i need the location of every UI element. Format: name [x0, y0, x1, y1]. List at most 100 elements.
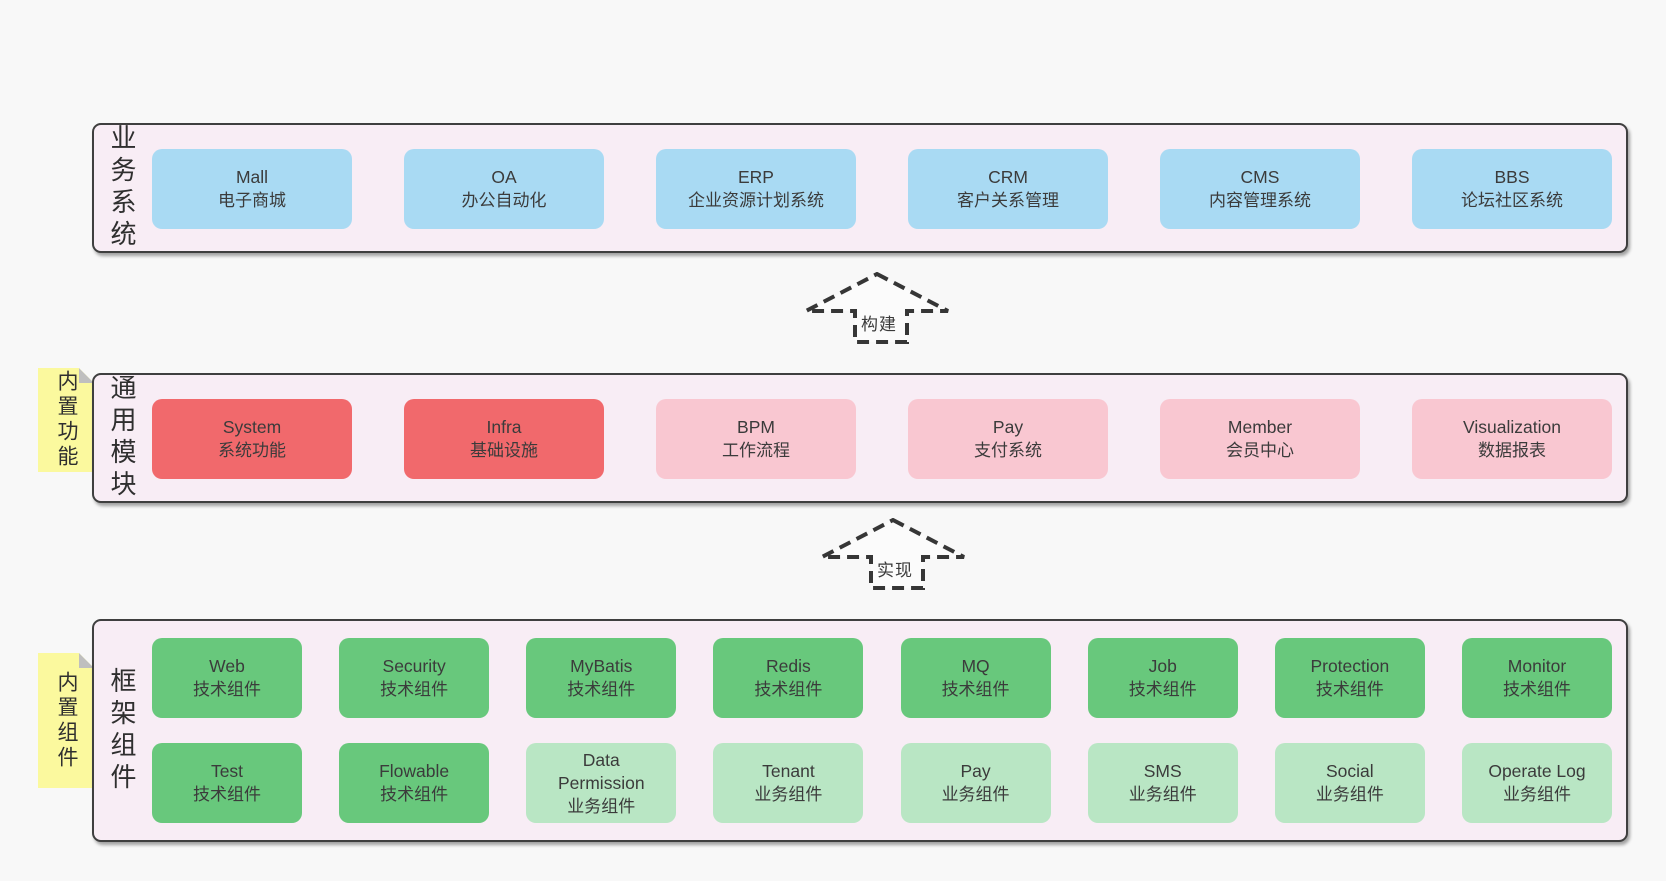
panel-label: 框架组件: [107, 666, 137, 795]
module-box: BPM 工作流程: [656, 399, 856, 479]
module-desc: 技术组件: [941, 680, 1010, 699]
module-box: Job 技术组件: [1087, 638, 1238, 718]
folded-corner-icon: [79, 653, 94, 668]
module-desc: 会员中心: [1226, 441, 1294, 460]
module-desc: 客户关系管理: [957, 191, 1059, 210]
module-desc: 电子商城: [218, 191, 286, 210]
module-name: Pay: [992, 417, 1024, 437]
module-box: SMS 业务组件: [1087, 743, 1238, 823]
sticky-note-label: 内置组件: [55, 670, 78, 771]
module-box: Operate Log 业务组件: [1461, 743, 1612, 823]
module-desc: 技术组件: [567, 680, 636, 699]
module-desc: 技术组件: [1315, 680, 1384, 699]
module-desc: 工作流程: [722, 441, 790, 460]
module-desc: 技术组件: [1128, 680, 1197, 699]
module-desc: 业务组件: [1128, 785, 1197, 804]
arrow-implement: 实现: [820, 517, 966, 590]
arrow-label: 构建: [861, 315, 897, 334]
panel-business-systems: 业务系统 Mall 电子商城 OA 办公自动化 ERP 企业资源计划系统 CRM 客户关系管理…: [92, 123, 1628, 253]
module-desc: 业务组件: [1502, 785, 1571, 804]
module-box: Pay 业务组件: [900, 743, 1051, 823]
module-name: Member: [1227, 417, 1293, 437]
sticky-note-builtin-components: 内置组件: [38, 653, 94, 788]
module-desc: 业务组件: [567, 796, 636, 816]
sticky-note-builtin-features: 内置功能: [38, 368, 94, 472]
module-name: Social: [1326, 761, 1374, 781]
module-desc: 企业资源计划系统: [688, 191, 824, 210]
module-box: Protection 技术组件: [1274, 638, 1425, 718]
module-row: System 系统功能 Infra 基础设施 BPM 工作流程 Pay 支付系统 Member 会…: [152, 399, 1612, 479]
module-name: OA: [491, 167, 517, 187]
module-name: CRM: [988, 167, 1028, 187]
module-name: Test: [210, 761, 244, 781]
module-name: Protection: [1310, 656, 1390, 676]
module-name: MyBatis: [570, 656, 633, 676]
module-name: Redis: [766, 656, 811, 676]
module-box: Tenant 业务组件: [713, 743, 864, 823]
up-arrow-icon: 构建: [805, 271, 949, 344]
module-desc: 办公自动化: [461, 191, 547, 210]
module-desc: 业务组件: [754, 785, 823, 804]
module-desc: 技术组件: [193, 680, 261, 699]
module-box: Social 业务组件: [1274, 743, 1425, 823]
arrow-build: 构建: [804, 271, 950, 344]
module-box: MyBatis 技术组件: [526, 638, 677, 718]
up-arrow-icon: 实现: [821, 517, 965, 590]
module-box: Data Permission 业务组件: [526, 743, 677, 823]
module-box: Member 会员中心: [1160, 399, 1360, 479]
module-box: BBS 论坛社区系统: [1412, 149, 1612, 229]
module-desc: 系统功能: [218, 441, 286, 460]
module-name: ERP: [738, 167, 774, 187]
module-name: CMS: [1240, 167, 1280, 187]
arrow-label: 实现: [877, 561, 913, 580]
folded-corner-icon: [79, 368, 94, 383]
module-name: Infra: [486, 417, 522, 437]
module-name: Monitor: [1507, 656, 1567, 676]
module-name: System: [222, 417, 282, 437]
module-desc: 数据报表: [1478, 441, 1546, 460]
module-name: Pay: [960, 761, 991, 781]
module-box: System 系统功能: [152, 399, 352, 479]
module-name: SMS: [1143, 761, 1182, 781]
module-box: Infra 基础设施: [404, 399, 604, 479]
module-box: Test 技术组件: [152, 743, 302, 823]
module-desc: 业务组件: [941, 785, 1010, 804]
module-name: Tenant: [762, 761, 815, 781]
module-name: Job: [1148, 656, 1177, 676]
module-name: BBS: [1494, 167, 1530, 187]
module-desc: 支付系统: [974, 441, 1042, 460]
module-box: Pay 支付系统: [908, 399, 1108, 479]
module-box: Mall 电子商城: [152, 149, 352, 229]
module-box: Visualization 数据报表: [1412, 399, 1612, 479]
module-desc: 技术组件: [754, 680, 823, 699]
module-name: Data Permission: [558, 749, 645, 793]
module-box: CRM 客户关系管理: [908, 149, 1108, 229]
module-name: Web: [209, 656, 245, 676]
sticky-note-label: 内置功能: [55, 370, 78, 470]
module-box: ERP 企业资源计划系统: [656, 149, 856, 229]
module-name: Visualization: [1463, 417, 1561, 437]
module-desc: 技术组件: [193, 785, 261, 804]
panel-label: 通用模块: [107, 374, 137, 502]
module-box: Web 技术组件: [152, 638, 302, 718]
module-desc: 基础设施: [470, 441, 538, 460]
module-desc: 业务组件: [1315, 785, 1384, 804]
module-desc: 技术组件: [380, 785, 449, 804]
module-desc: 论坛社区系统: [1461, 191, 1563, 210]
panel-label: 业务系统: [107, 124, 137, 252]
module-name: BPM: [737, 417, 775, 437]
module-name: Security: [382, 656, 446, 676]
module-name: Operate Log: [1488, 761, 1586, 781]
module-box: OA 办公自动化: [404, 149, 604, 229]
module-name: Mall: [235, 167, 269, 187]
